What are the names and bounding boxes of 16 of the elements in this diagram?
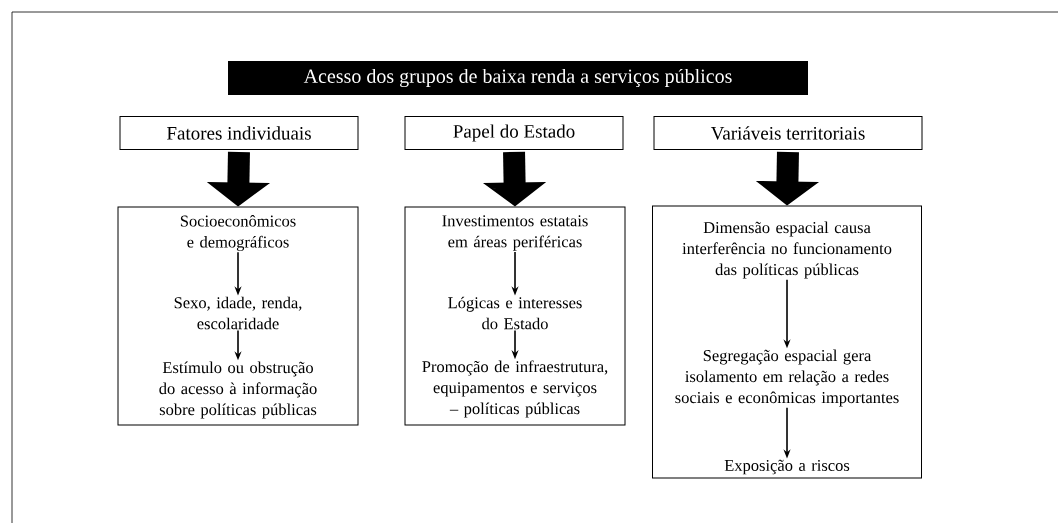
- category-box: Variáveis territoriais: [653, 116, 923, 150]
- content-box: [117, 206, 359, 426]
- box-text: Estímulo ou obstrução do acesso à informação sobre políticas públicas: [159, 361, 317, 419]
- category-box: Fatores individuais: [119, 116, 359, 150]
- content-box: [652, 205, 922, 479]
- box-text: Lógicas e interesses do Estado: [448, 296, 582, 330]
- title-banner: Acesso dos grupos de baixa renda a serviços públicos: [228, 61, 808, 95]
- box-text: Dimensão espacial causa interferência no funcionamento das políticas públicas: [682, 221, 892, 279]
- category-box: Papel do Estado: [404, 116, 624, 150]
- box-text: Socioeconômicos e demográficos: [180, 215, 296, 252]
- box-text: Exposição a riscos: [724, 459, 850, 475]
- box-text: Segregação espacial gera isolamento em relação a redes sociais e econômicas importantes: [675, 349, 899, 407]
- box-text: Promoção de infraestrutura, equipamentos e serviços – políticas públicas: [422, 360, 608, 418]
- box-text: Sexo, idade, renda, escolaridade: [174, 296, 302, 330]
- content-box: [404, 206, 626, 426]
- box-text: Investimentos estatais em áreas periféricas: [442, 215, 588, 251]
